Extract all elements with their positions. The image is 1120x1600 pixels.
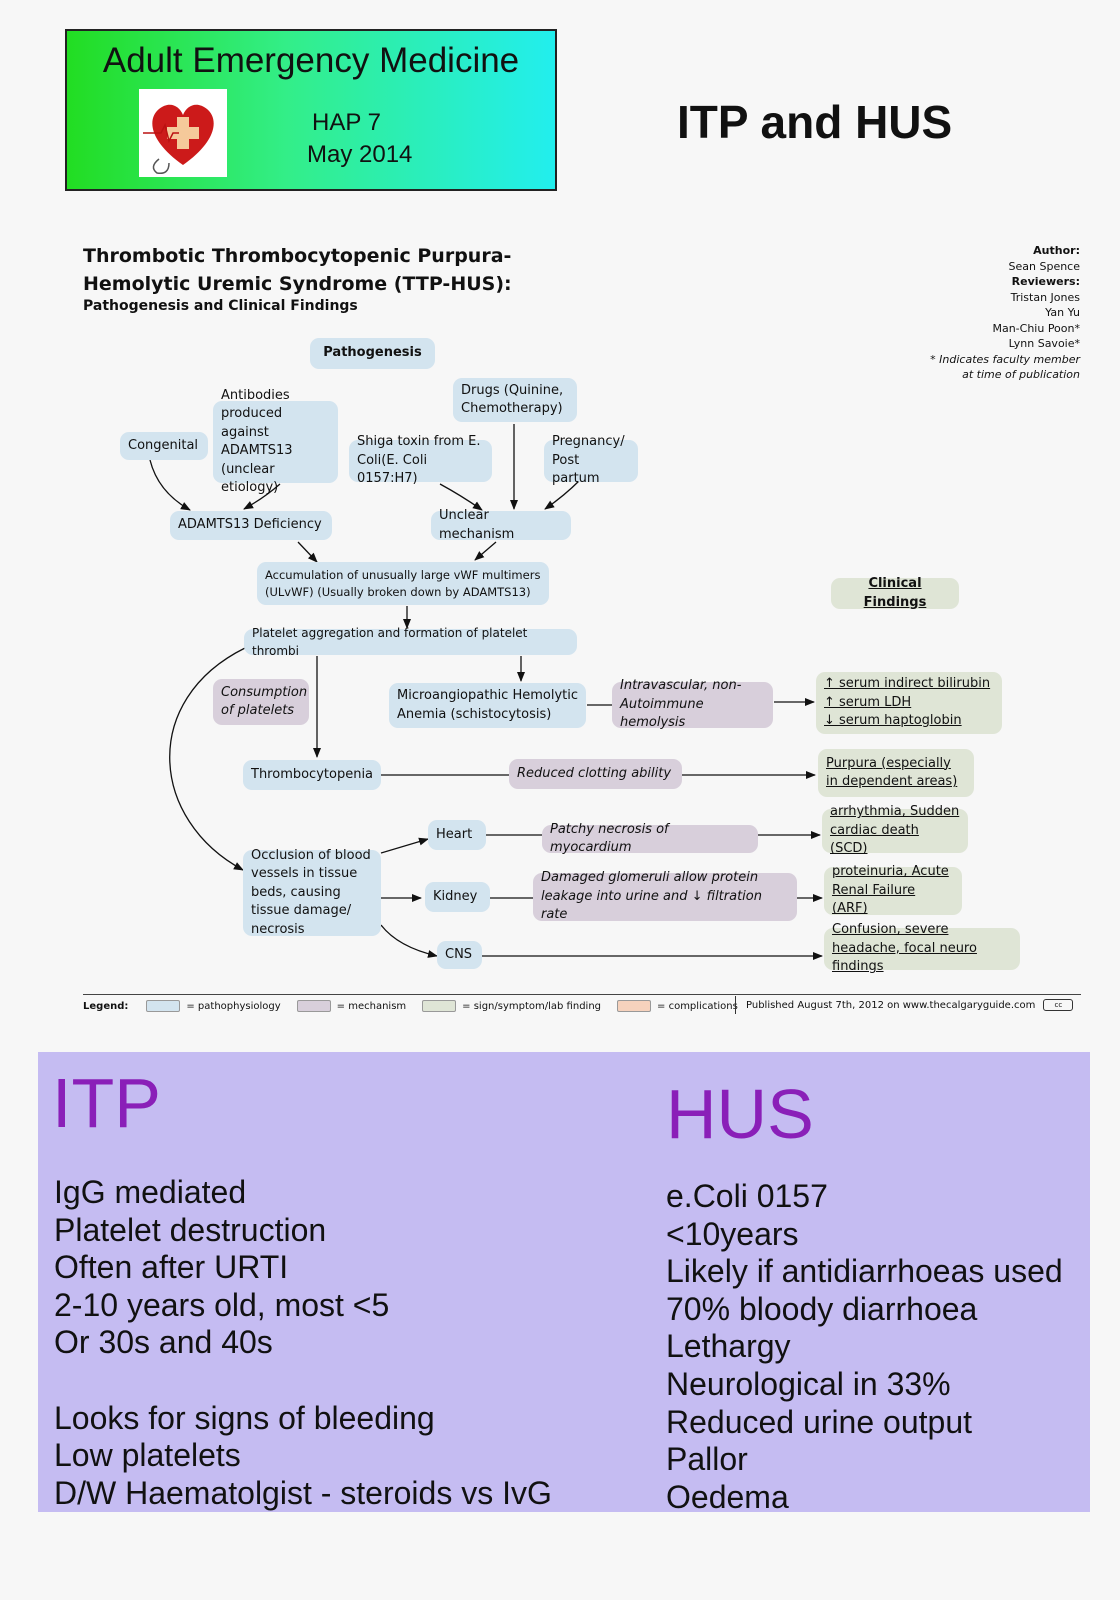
- itp-line: Looks for signs of bleeding: [54, 1399, 435, 1436]
- antibodies-node: Antibodies produced against ADAMTS13 (un…: [213, 388, 338, 495]
- legend-swatch: [296, 1000, 331, 1012]
- hus-line: Neurological in 33%: [666, 1366, 951, 1402]
- faculty-note: * Indicates faculty member: [930, 352, 1080, 366]
- arrow: [169, 647, 246, 871]
- heart-logo-icon: [139, 89, 227, 177]
- legend: Legend: = pathophysiology = mechanism = …: [83, 1000, 738, 1012]
- legend-item: = complications: [657, 1000, 738, 1012]
- itp-line: Platelet destruction: [54, 1211, 327, 1248]
- arrow: [474, 541, 497, 561]
- legend-item: = pathophysiology: [186, 1000, 281, 1012]
- reviewer-name: Man-Chiu Poon*: [992, 321, 1080, 335]
- proteinuria-node: proteinuria, Acute Renal Failure (ARF): [824, 864, 962, 916]
- heart-node: Heart: [428, 820, 486, 850]
- clinical-findings-header: Clinical Findings: [831, 576, 959, 610]
- header-banner: Adult Emergency Medicine HAP 7 May 2014: [65, 29, 557, 191]
- pathogenesis-header: Pathogenesis: [310, 338, 435, 369]
- purpura-node: Purpura (especially in dependent areas): [818, 749, 974, 797]
- hus-line: <10years: [666, 1215, 799, 1252]
- hus-line: Likely if antidiarrhoeas used: [666, 1253, 1063, 1290]
- platelet-aggregation-node: Platelet aggregation and formation of pl…: [244, 626, 577, 658]
- diagram-connectors: [149, 424, 823, 960]
- itp-line: Low platelets: [54, 1437, 241, 1474]
- itp-line: 2-10 years old, most <5: [54, 1286, 390, 1323]
- banner-date: May 2014: [307, 141, 413, 168]
- arrow: [544, 479, 581, 510]
- arrow: [439, 483, 483, 511]
- arrow: [380, 837, 429, 854]
- credits-block: Author: Sean Spence Reviewers: Tristan J…: [860, 243, 1080, 383]
- reviewers-label: Reviewers:: [1011, 275, 1080, 288]
- faculty-note: at time of publication: [962, 368, 1080, 381]
- banner-title: Adult Emergency Medicine: [102, 41, 520, 80]
- unclear-mechanism-node: Unclear mechanism: [431, 508, 571, 542]
- occlusion-node: Occlusion of blood vessels in tissue bed…: [243, 848, 381, 937]
- legend-item: = sign/symptom/lab finding: [462, 1000, 602, 1012]
- pregnancy-node: Pregnancy/ Post partum: [544, 434, 638, 486]
- arrow: [149, 459, 191, 511]
- reviewer-name: Tristan Jones: [1010, 290, 1080, 304]
- patchy-necrosis-node: Patchy necrosis of myocardium: [542, 822, 758, 855]
- hus-line: Pallor: [666, 1441, 748, 1478]
- license-badge-icon: cc: [1043, 999, 1074, 1011]
- legend-divider: [83, 994, 1081, 995]
- consumption-node: Consumption of platelets: [213, 679, 309, 725]
- published-note: Published August 7th, 2012 on www.thecal…: [735, 996, 1074, 1014]
- published-text: Published August 7th, 2012 on www.thecal…: [746, 999, 1036, 1011]
- hus-line: 70% bloody diarrhoea: [666, 1290, 978, 1327]
- chart-title: Thrombotic Thrombocytopenic Purpura-Hemo…: [83, 245, 512, 295]
- itp-line: IgG mediated: [54, 1174, 247, 1210]
- cns-node: CNS: [437, 941, 482, 969]
- arrow: [380, 924, 438, 958]
- accumulation-node: Accumulation of unusually large vWF mult…: [257, 562, 549, 605]
- legend-item: = mechanism: [336, 1000, 407, 1012]
- reviewer-name: Lynn Savoie*: [1008, 337, 1080, 350]
- arrow: [243, 483, 281, 510]
- legend-swatch: [422, 1000, 457, 1012]
- banner-code: HAP 7: [312, 109, 381, 136]
- legend-label: Legend:: [83, 1000, 129, 1012]
- author-name: Sean Spence: [1008, 259, 1080, 273]
- intravascular-hemolysis-node: Intravascular, non-Autoimmune hemolysis: [612, 678, 773, 730]
- author-label: Author:: [1033, 244, 1080, 257]
- reduced-clotting-node: Reduced clotting ability: [509, 759, 682, 789]
- lab-finding: ↑ serum indirect bilirubin: [824, 676, 991, 692]
- hus-heading: HUS: [666, 1075, 814, 1153]
- page-title: ITP and HUS: [677, 96, 953, 148]
- mah-node: Microangiopathic Hemolytic Anemia (schis…: [389, 683, 586, 728]
- lab-findings-node: ↑ serum indirect bilirubin ↑ serum LDH ↓…: [816, 672, 1002, 734]
- thrombocytopenia-node: Thrombocytopenia: [243, 760, 381, 790]
- confusion-node: Confusion, severe headache, focal neuro …: [824, 922, 1020, 974]
- arrow: [297, 541, 318, 563]
- legend-swatch: [617, 1000, 652, 1012]
- itp-heading: ITP: [52, 1064, 161, 1142]
- legend-swatch: [146, 1000, 181, 1012]
- reviewer-name: Yan Yu: [1045, 306, 1080, 319]
- kidney-node: Kidney: [425, 882, 490, 912]
- itp-line: Often after URTI: [54, 1249, 289, 1286]
- summary-panel: ITP IgG mediated Platelet destruction Of…: [38, 1052, 1090, 1515]
- hus-line: Oedema: [666, 1478, 789, 1515]
- hus-line: Lethargy: [666, 1328, 791, 1365]
- hus-line: Reduced urine output: [666, 1403, 972, 1440]
- adamts13-deficiency-node: ADAMTS13 Deficiency: [170, 511, 332, 540]
- drugs-node: Drugs (Quinine, Chemotherapy): [453, 378, 577, 422]
- lab-finding: ↓ serum haptoglobin: [824, 713, 962, 729]
- hus-line: e.Coli 0157: [666, 1178, 828, 1214]
- itp-line: D/W Haematolgist - steroids vs IvG: [54, 1474, 552, 1511]
- itp-line: Or 30s and 40s: [54, 1324, 273, 1361]
- shiga-toxin-node: Shiga toxin from E. Coli(E. Coli 0157:H7…: [349, 434, 492, 486]
- chart-subtitle: Pathogenesis and Clinical Findings: [83, 298, 358, 314]
- arrhythmia-node: arrhythmia, Sudden cardiac death (SCD): [822, 804, 968, 856]
- glomeruli-node: Damaged glomeruli allow protein leakage …: [533, 870, 797, 922]
- congenital-node: Congenital: [120, 432, 208, 460]
- lab-finding: ↑ serum LDH: [824, 694, 912, 710]
